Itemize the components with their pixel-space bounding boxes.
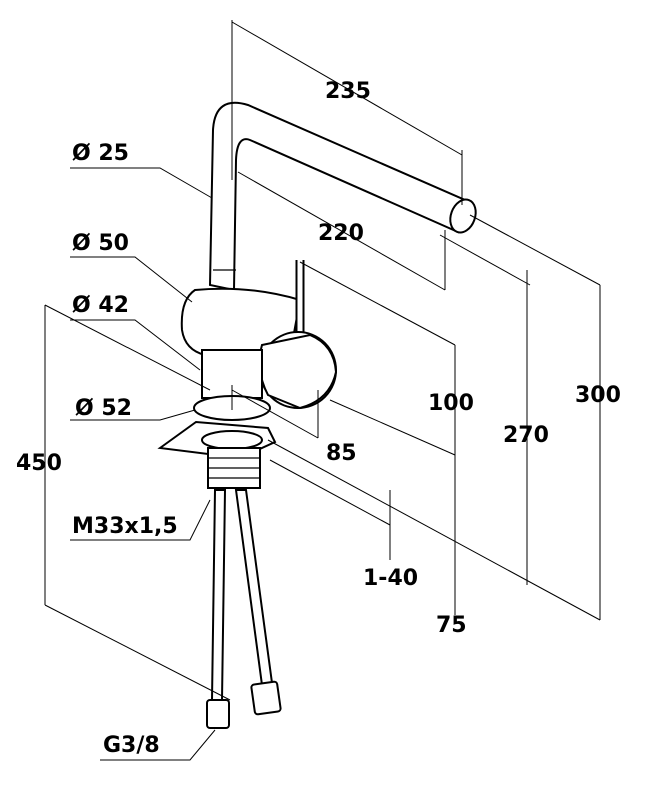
dim-lever-offset: 85 — [326, 441, 357, 466]
dim-spout-reach: 235 — [325, 79, 371, 104]
dim-flange-diameter: Ø 52 — [75, 396, 132, 421]
dim-total-height: 300 — [575, 383, 621, 408]
faucet-outline — [157, 101, 477, 729]
dim-spout-diameter: Ø 25 — [72, 141, 129, 166]
dim-connection: G3/8 — [103, 733, 160, 758]
dim-hose-length: 450 — [16, 451, 62, 476]
dim-base-height: 75 — [436, 613, 467, 638]
dim-lever-height: 100 — [428, 391, 474, 416]
dim-thread: M33x1,5 — [72, 514, 178, 539]
dim-outlet-height: 270 — [503, 423, 549, 448]
dim-spout-inner-reach: 220 — [318, 221, 364, 246]
dim-counter-thickness: 1-40 — [363, 566, 418, 591]
dim-base-diameter: Ø 42 — [72, 293, 129, 318]
dimension-lines — [44, 20, 601, 761]
dim-body-diameter: Ø 50 — [72, 231, 129, 256]
